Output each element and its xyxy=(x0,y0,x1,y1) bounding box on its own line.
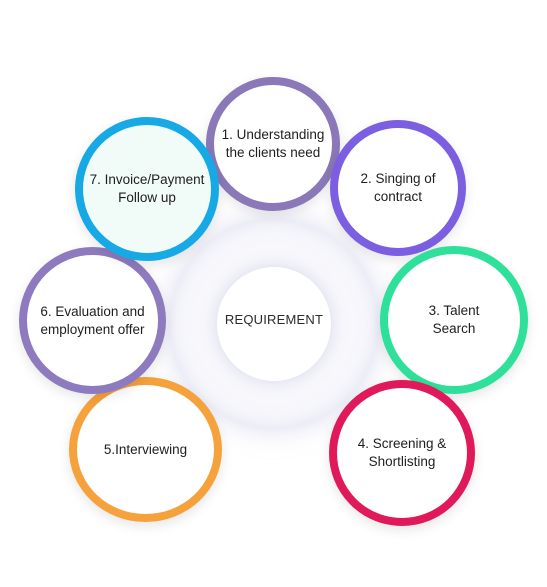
step-circle-2: 2. Singing of contract xyxy=(330,120,466,256)
step-circle-4: 4. Screening & Shortlisting xyxy=(329,380,475,526)
step-label-7: 7. Invoice/Payment Follow up xyxy=(89,172,205,205)
step-label-3: 3. Talent Search xyxy=(428,303,480,336)
step-circle-5: 5.Interviewing xyxy=(69,377,222,522)
hub-label: REQUIREMENT xyxy=(224,312,324,327)
step-label-5: 5.Interviewing xyxy=(103,441,188,457)
step-circle-1: 1. Understanding the clients need xyxy=(206,77,340,211)
step-circle-3: 3. Talent Search xyxy=(380,246,528,394)
step-label-6: 6. Evaluation and employment offer xyxy=(40,303,145,337)
step-circle-7: 7. Invoice/Payment Follow up xyxy=(75,117,219,261)
step-label-2: 2. Singing of contract xyxy=(360,171,436,204)
step-circle-6: 6. Evaluation and employment offer xyxy=(19,247,166,394)
hub-inner-circle xyxy=(217,267,331,381)
step-label-1: 1. Understanding the clients need xyxy=(221,127,325,160)
step-label-4: 4. Screening & Shortlisting xyxy=(357,436,447,469)
